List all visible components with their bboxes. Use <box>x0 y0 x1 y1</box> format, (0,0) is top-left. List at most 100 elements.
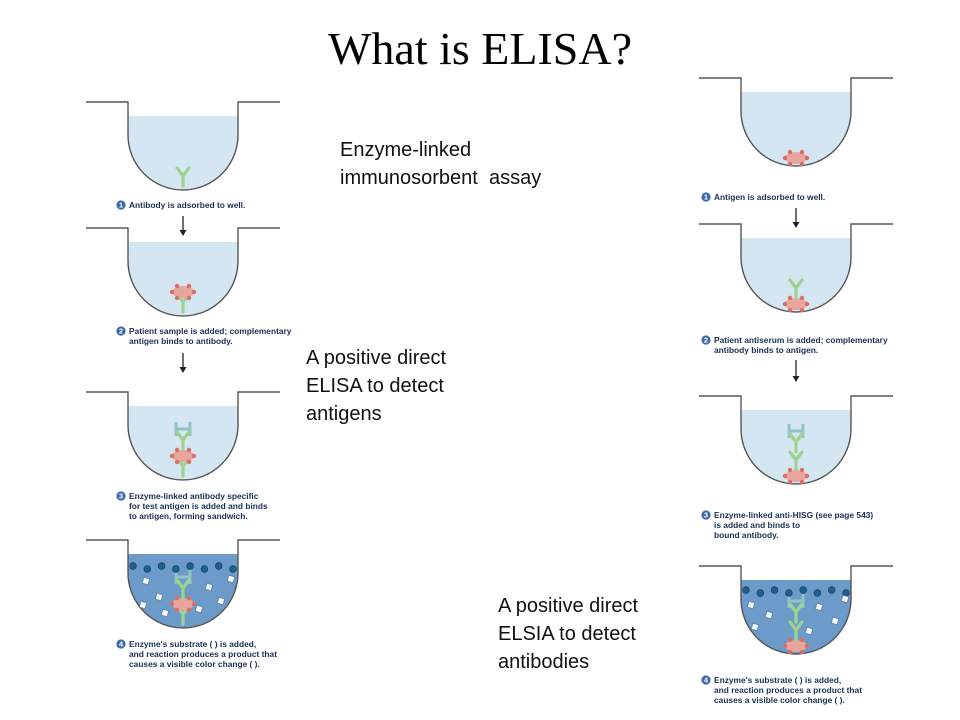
step-label: and reaction produces a product that <box>714 685 862 695</box>
step-number: 3 <box>704 511 708 520</box>
step-label: Antigen is adsorbed to well. <box>714 192 825 202</box>
step-label: antigen binds to antibody. <box>129 336 233 346</box>
step-label: to antigen, forming sandwich. <box>129 511 248 521</box>
step-label: Enzyme-linked anti-HISG (see page 543) <box>714 510 873 520</box>
left-well-2 <box>86 227 280 317</box>
step-label: Antibody is adsorbed to well. <box>129 200 245 210</box>
product-dot-icon <box>785 589 793 597</box>
well-outline <box>86 227 280 317</box>
product-dot-icon <box>799 586 807 594</box>
product-dot-icon <box>229 565 237 573</box>
enzyme-antibody-icon <box>174 422 192 452</box>
well-outline <box>86 101 280 191</box>
step-number-badge <box>701 510 711 520</box>
step-label: Patient sample is added; complementary <box>129 326 292 336</box>
left-well-4 <box>86 539 280 629</box>
page-title: What is ELISA? <box>327 23 633 74</box>
step-label: and reaction produces a product that <box>129 649 277 659</box>
arrowhead-icon <box>792 222 800 228</box>
antigen-elisa-caption: A positive direct ELISA to detect antige… <box>306 347 447 425</box>
right-step-1: 1 Antigen is adsorbed to well. <box>701 192 825 202</box>
well-outline <box>699 565 893 655</box>
step-label: is added and binds to <box>714 520 800 530</box>
substrate-square-icon <box>160 608 170 618</box>
well-liquid <box>128 242 238 316</box>
antigen-icon <box>169 595 197 613</box>
substrate-square-icon <box>226 574 236 584</box>
step-label: antibody binds to antigen. <box>714 345 818 355</box>
substrate-square-icon <box>750 622 760 632</box>
step-number: 3 <box>119 492 123 501</box>
step-label: causes a visible color change ( ). <box>129 659 260 669</box>
well-outline <box>699 77 893 167</box>
right-well-3 <box>699 395 893 485</box>
step-number-badge <box>116 639 126 649</box>
step-number: 4 <box>704 676 709 685</box>
product-dot-icon <box>756 589 764 597</box>
step-number: 1 <box>119 201 123 210</box>
substrate-square-icon <box>216 596 226 606</box>
antigen-icon <box>169 447 197 465</box>
well-outline <box>86 391 280 481</box>
product-dot-icon <box>742 586 750 594</box>
substrate-square-icon <box>194 604 204 614</box>
well-liquid <box>741 92 851 166</box>
substrate-square-icon <box>141 576 151 586</box>
antibody-icon <box>788 278 804 300</box>
step-label: Enzyme's substrate ( ) is added, <box>129 639 256 649</box>
left-well-1 <box>86 101 280 191</box>
right-step-4: 4 Enzyme's substrate ( ) is added,and rea… <box>701 675 862 705</box>
antibody-icon <box>788 602 804 624</box>
step-label: for test antigen is added and binds <box>129 501 268 511</box>
substrate-square-icon <box>814 602 824 612</box>
product-dot-icon <box>215 562 223 570</box>
well-outline <box>86 539 280 629</box>
substrate-square-icon <box>764 610 774 620</box>
antibody-elisa-caption: A positive direct ELSIA to detect antibo… <box>498 595 639 673</box>
antigen-icon <box>169 283 197 301</box>
substrate-square-icon <box>830 616 840 626</box>
step-label: Enzyme's substrate ( ) is added, <box>714 675 841 685</box>
product-dot-icon <box>200 565 209 573</box>
product-dot-icon <box>186 562 194 570</box>
step-number: 2 <box>119 327 123 336</box>
right-well-2 <box>699 223 893 313</box>
antigen-icon <box>782 295 810 313</box>
step-label: Enzyme-linked antibody specific <box>129 491 259 501</box>
step-number-badge <box>701 335 711 345</box>
step-number: 1 <box>704 193 708 202</box>
antibody-icon <box>175 578 191 600</box>
antigen-icon <box>782 149 810 167</box>
well-liquid <box>128 116 238 190</box>
step-number-badge <box>701 675 711 685</box>
step-label: Patient antiserum is added; complementar… <box>714 335 888 345</box>
left-well-3 <box>86 391 280 481</box>
product-dot-icon <box>172 565 180 573</box>
right-step-2: 2 Patient antiserum is added; complementa… <box>701 335 888 355</box>
substrate-square-icon <box>138 600 148 610</box>
step-number-badge <box>701 192 711 202</box>
step-label: bound antibody. <box>714 530 779 540</box>
well-outline <box>699 223 893 313</box>
left-step-1: 1 Antibody is adsorbed to well. <box>116 200 245 210</box>
product-dot-icon <box>157 562 166 570</box>
left-step-2: 2 Patient sample is added; complementarya… <box>116 326 292 346</box>
right-well-1 <box>699 77 893 167</box>
arrowhead-icon <box>792 376 800 382</box>
substrate-square-icon <box>804 626 814 636</box>
antibody-icon <box>788 432 804 454</box>
step-number: 2 <box>704 336 708 345</box>
well-outline <box>699 395 893 485</box>
step-number-badge <box>116 326 126 336</box>
substrate-square-icon <box>746 600 756 610</box>
right-well-4 <box>699 565 893 655</box>
substrate-square-icon <box>204 582 214 592</box>
antibody-icon <box>788 620 804 642</box>
antibody-icon <box>175 430 191 452</box>
product-dot-icon <box>143 565 151 573</box>
subtitle-text: Enzyme-linked immunosorbent assay <box>340 139 542 189</box>
enzyme-antibody-icon <box>787 424 805 454</box>
well-liquid <box>741 238 851 312</box>
